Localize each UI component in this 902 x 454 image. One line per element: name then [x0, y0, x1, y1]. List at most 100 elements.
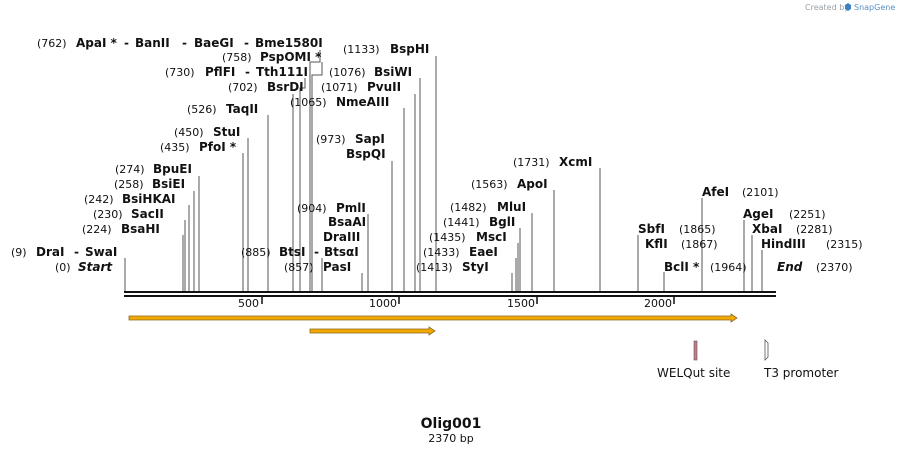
site-pos: (526)	[187, 103, 217, 116]
site-pos: (1433)	[423, 246, 460, 259]
site-label: -	[124, 36, 129, 50]
site-pos: (758)	[222, 51, 252, 64]
site-label: DraI	[36, 245, 64, 259]
site-label: BsiEI	[152, 177, 185, 191]
orf-arrow-short	[309, 326, 436, 336]
map-title: Olig001	[421, 416, 482, 432]
site-label: PfoI *	[199, 140, 237, 154]
site-label: ApaI *	[76, 36, 118, 50]
leader-lines	[124, 50, 763, 293]
site-pos: (230)	[93, 208, 123, 221]
site-label: AgeI	[743, 207, 773, 221]
site-label: PmlI	[336, 201, 366, 215]
site-label: HindIII	[761, 237, 806, 251]
site-label: NmeAIII	[336, 95, 389, 109]
site-label: BsiHKAI	[122, 192, 176, 206]
ruler-label: 1500	[507, 297, 535, 310]
site-pos: (702)	[228, 81, 258, 94]
site-pos: (1133)	[343, 43, 380, 56]
site-pos: (2251)	[789, 208, 826, 221]
site-label: PspOMI *	[260, 50, 322, 64]
leader-apai	[309, 50, 321, 293]
site-label: BclI *	[664, 260, 700, 274]
t3-promoter-marker	[764, 339, 769, 361]
site-pos: (2315)	[826, 238, 863, 251]
site-pos: (0)	[55, 261, 71, 274]
site-label: BaeGI	[194, 36, 234, 50]
ruler-label: 500	[238, 297, 259, 310]
site-label: AfeI	[702, 185, 729, 199]
site-label: -	[182, 36, 187, 50]
start-label: Start	[78, 260, 113, 274]
credit-text: Created by	[805, 3, 849, 12]
site-label: BsaHI	[121, 222, 160, 236]
site-pos: (1731)	[513, 156, 550, 169]
site-label: BpuEI	[153, 162, 192, 176]
site-label: KflI	[645, 237, 668, 251]
site-label: SapI	[355, 132, 385, 146]
site-label: BglI	[489, 215, 515, 229]
site-label: -	[314, 245, 319, 259]
ruler-label: 2000	[644, 297, 672, 310]
site-label: SacII	[131, 207, 164, 221]
feature-label: T3 promoter	[763, 366, 839, 380]
site-pos: (450)	[174, 126, 204, 139]
site-label: BanII	[135, 36, 170, 50]
site-pos: (1076)	[329, 66, 366, 79]
site-label: -	[245, 65, 250, 79]
site-label: Tth111I	[256, 65, 308, 79]
site-pos: (904)	[297, 202, 327, 215]
site-pos: (973)	[316, 133, 346, 146]
site-pos: (885)	[241, 246, 271, 259]
site-label: PflFI	[205, 65, 235, 79]
site-label: BsrDI	[267, 80, 304, 94]
site-label: BsaAI	[328, 215, 366, 229]
site-pos: (1964)	[710, 261, 747, 274]
site-pos: (2101)	[742, 186, 779, 199]
site-label: ApoI	[517, 177, 548, 191]
site-pos: (762)	[37, 37, 67, 50]
site-label: Bme1580I	[255, 36, 323, 50]
site-label: BsiWI	[374, 65, 412, 79]
site-label: SbfI	[638, 222, 665, 236]
site-pos: (435)	[160, 141, 190, 154]
site-label: BtsαI	[324, 245, 359, 259]
welqut-site-marker	[693, 340, 698, 361]
site-label: StyI	[462, 260, 489, 274]
site-label: MluI	[497, 200, 526, 214]
site-label: -	[244, 36, 249, 50]
brand-text: SnapGene	[854, 3, 895, 12]
site-label: BspQI	[346, 147, 386, 161]
site-label: PvuII	[367, 80, 401, 94]
site-pos: (1865)	[679, 223, 716, 236]
site-pos: (730)	[165, 66, 195, 79]
site-pos: (9)	[11, 246, 27, 259]
site-label: BspHI	[390, 42, 429, 56]
site-label: SwaI	[85, 245, 117, 259]
leader-pspomi	[311, 62, 323, 293]
site-label: TaqII	[226, 102, 258, 116]
map-length: 2370 bp	[428, 432, 473, 445]
site-label: -	[74, 245, 79, 259]
site-pos: (1441)	[443, 216, 480, 229]
snapgene-logo-icon	[845, 3, 851, 11]
site-pos: (1413)	[416, 261, 453, 274]
site-label: XbaI	[752, 222, 782, 236]
site-label: EaeI	[469, 245, 498, 259]
ruler	[261, 297, 675, 304]
site-pos: (857)	[284, 261, 314, 274]
ruler-label: 1000	[369, 297, 397, 310]
site-label: XcmI	[559, 155, 592, 169]
site-pos: (1435)	[429, 231, 466, 244]
site-pos: (1867)	[681, 238, 718, 251]
site-pos: (274)	[115, 163, 145, 176]
site-label: StuI	[213, 125, 240, 139]
site-label: MscI	[476, 230, 507, 244]
site-pos: (1071)	[321, 81, 358, 94]
site-pos: (242)	[84, 193, 114, 206]
leader-pflfi	[299, 78, 306, 293]
site-pos: (2281)	[796, 223, 833, 236]
sequence-backbone	[124, 291, 776, 297]
site-pos: (1482)	[450, 201, 487, 214]
site-pos: (224)	[82, 223, 112, 236]
